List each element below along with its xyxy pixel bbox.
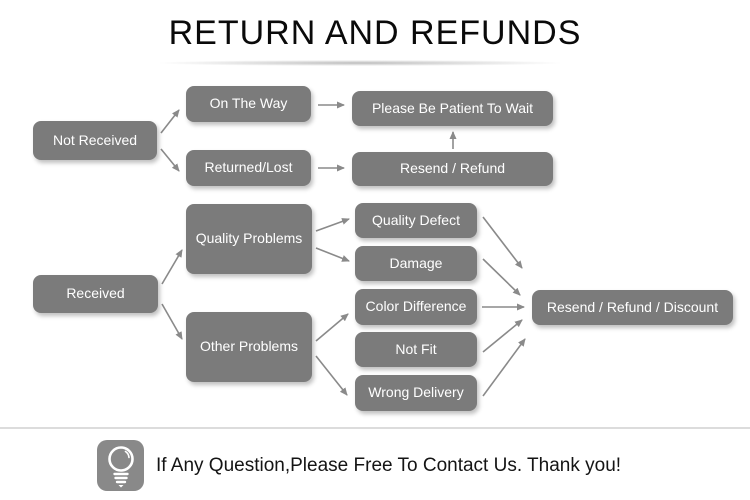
lightbulb-icon <box>97 440 144 491</box>
arrow-not-received-to-returned-lost <box>160 148 180 172</box>
arrow-not-fit-to-discount <box>482 319 523 353</box>
page-title: RETURN AND REFUNDS <box>168 14 582 52</box>
arrow-other-problems-to-color-difference <box>315 313 349 342</box>
arrow-received-to-other-problems <box>161 303 183 340</box>
node-on-the-way: On The Way <box>186 86 311 122</box>
node-quality-defect: Quality Defect <box>355 203 477 238</box>
node-received: Received <box>33 275 158 313</box>
node-please-be-patient: Please Be Patient To Wait <box>352 91 553 126</box>
arrow-damage-to-discount <box>482 258 521 296</box>
node-not-fit: Not Fit <box>355 332 477 367</box>
node-resend-refund: Resend / Refund <box>352 152 553 186</box>
node-color-difference: Color Difference <box>355 289 477 325</box>
arrow-not-received-to-on-the-way <box>160 109 180 134</box>
footer-divider <box>0 427 750 429</box>
node-damage: Damage <box>355 246 477 281</box>
arrow-wrong-delivery-to-discount <box>482 338 526 397</box>
footer-message: If Any Question,Please Free To Contact U… <box>156 454 622 476</box>
node-other-problems: Other Problems <box>186 312 312 382</box>
node-wrong-delivery: Wrong Delivery <box>355 375 477 411</box>
arrow-quality-defect-to-discount <box>482 216 523 269</box>
arrow-quality-problems-to-quality-defect <box>315 218 350 232</box>
arrow-other-problems-to-wrong-delivery <box>315 355 348 396</box>
node-resend-refund-discount: Resend / Refund / Discount <box>532 290 733 325</box>
arrow-quality-problems-to-damage <box>315 247 350 262</box>
arrow-received-to-quality-problems <box>161 249 183 285</box>
node-returned-lost: Returned/Lost <box>186 150 311 186</box>
node-not-received: Not Received <box>33 121 157 160</box>
title-divider <box>160 60 560 66</box>
node-quality-problems: Quality Problems <box>186 204 312 274</box>
